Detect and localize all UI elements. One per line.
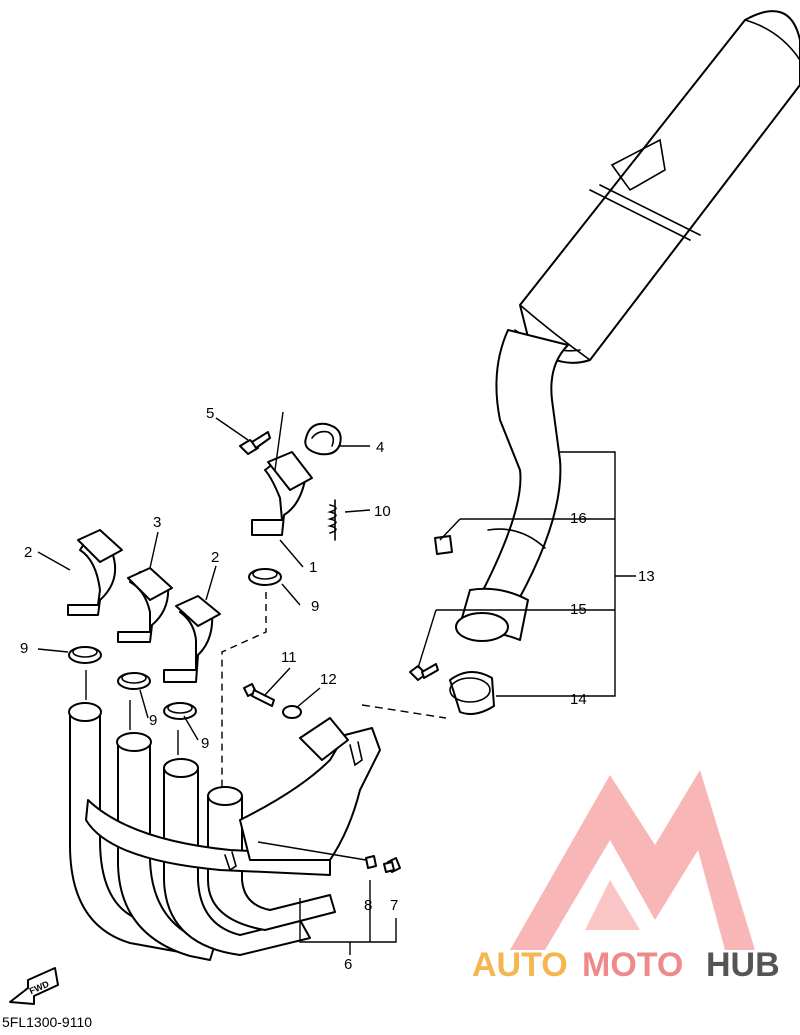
watermark-auto: AUTO — [472, 946, 568, 984]
watermark-hub: HUB — [706, 946, 780, 984]
callout-3: 3 — [153, 514, 161, 531]
callout-12: 12 — [320, 671, 337, 688]
callout-2-right: 2 — [211, 549, 219, 566]
damper-16 — [434, 535, 453, 555]
callout-7: 7 — [390, 897, 398, 914]
watermark: AUTO MOTO HUB — [472, 770, 780, 984]
callout-15: 15 — [570, 601, 587, 618]
callout-9-left: 9 — [20, 640, 28, 657]
callout-1: 1 — [309, 559, 317, 576]
callout-9-mid: 9 — [149, 712, 157, 729]
callout-16: 16 — [570, 510, 587, 527]
callout-numbers: 2 3 2 9 9 9 9 1 5 4 10 11 12 8 7 6 13 16… — [20, 405, 655, 973]
muffler — [514, 10, 800, 364]
callout-13: 13 — [638, 568, 655, 585]
small-hardware — [239, 422, 401, 873]
callout-10: 10 — [374, 503, 391, 520]
muffler-link-pipe — [455, 329, 569, 642]
fwd-arrow: FWD — [9, 967, 59, 1005]
callout-11: 11 — [281, 649, 297, 666]
exhaust-joints — [67, 451, 313, 683]
leader-lines — [37, 411, 636, 955]
callout-9-right: 9 — [311, 598, 319, 615]
callout-8: 8 — [364, 897, 372, 914]
gaskets-9 — [68, 568, 282, 720]
callout-4: 4 — [376, 439, 384, 456]
callout-14: 14 — [570, 691, 587, 708]
bolt-15 — [409, 663, 439, 681]
callout-6: 6 — [344, 956, 352, 973]
part-code: 5FL1300-9110 — [2, 1014, 92, 1030]
exhaust-header-assembly — [68, 702, 381, 961]
callout-9-lower: 9 — [201, 735, 209, 752]
watermark-logo — [510, 770, 755, 950]
callout-2-left: 2 — [24, 544, 32, 561]
watermark-moto: MOTO — [582, 946, 683, 984]
callout-5: 5 — [206, 405, 214, 422]
gasket-ring-14 — [449, 671, 495, 715]
